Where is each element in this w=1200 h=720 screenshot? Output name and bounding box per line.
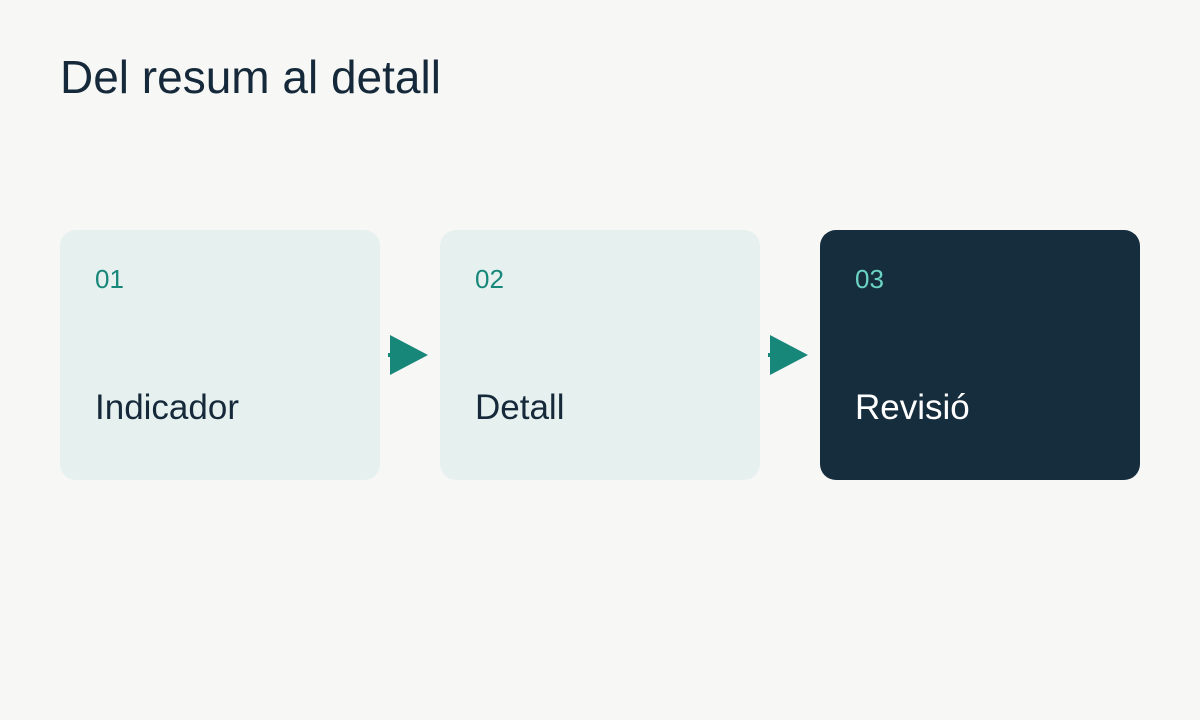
page-title: Del resum al detall	[60, 51, 441, 103]
arrow-right-icon	[768, 335, 808, 375]
step-card-revisio: 03 Revisió	[820, 230, 1140, 480]
arrow-right-icon	[388, 335, 428, 375]
step-number: 01	[95, 264, 124, 294]
step-label: Revisió	[855, 388, 970, 427]
step-number: 03	[855, 264, 884, 294]
step-card-detall: 02 Detall	[440, 230, 760, 480]
step-label: Detall	[475, 388, 565, 427]
step-card-indicador: 01 Indicador	[60, 230, 380, 480]
step-number: 02	[475, 264, 504, 294]
step-label: Indicador	[95, 388, 239, 427]
process-flow: 01 Indicador 02 Detall 03 Revisió	[60, 230, 1140, 480]
